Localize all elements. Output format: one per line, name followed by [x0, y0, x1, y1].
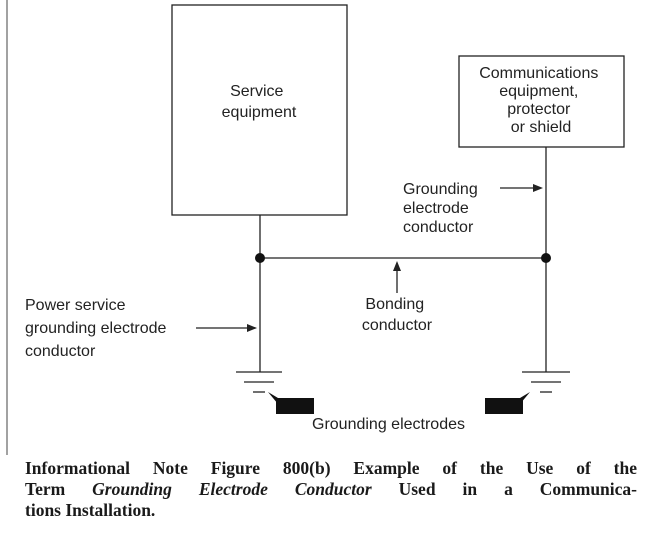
comm-grounding-arrow: [500, 184, 543, 192]
comm-grounding-label-1: Grounding: [403, 181, 478, 198]
caption-line-2-suffix: Used in a Communica-: [371, 479, 637, 499]
svg-text:Power service grounding el: Power service grounding electrode conduc…: [25, 297, 171, 360]
comm-grounding-label-2: electrode: [403, 200, 469, 217]
left-junction-dot: [255, 253, 265, 263]
grounding-diagram: Service equipment Communications equipme…: [6, 0, 625, 455]
bonding-arrow: [393, 261, 401, 293]
svg-text:Grounding electrode co: Grounding electrode conductor: [403, 181, 482, 236]
comm-equipment-label-4: or shield: [511, 119, 571, 136]
comm-grounding-label-3: conductor: [403, 219, 474, 236]
grounding-electrodes-label: Grounding electrodes: [312, 416, 465, 433]
caption-term: Grounding Electrode Conductor: [92, 479, 372, 499]
power-grounding-label-3: conductor: [25, 343, 96, 360]
right-grounding-electrode: [485, 398, 523, 414]
power-grounding-arrow: [196, 324, 257, 332]
communications-equipment-box: [458, 55, 625, 148]
caption-line-2-prefix: Term: [25, 479, 93, 499]
bonding-label-2: conductor: [362, 317, 433, 334]
service-equipment-label-2: equipment: [222, 104, 297, 121]
caption-line-3: tions Installation.: [25, 500, 156, 520]
right-electrode-pointer: [520, 392, 530, 404]
left-electrode-pointer: [268, 392, 278, 404]
comm-equipment-label-1: Communications: [479, 65, 598, 82]
svg-text:Bonding conductor: Bonding conductor: [362, 296, 433, 334]
left-grounding-electrode: [276, 398, 314, 414]
service-equipment-label-1: Service: [230, 83, 283, 100]
left-ground-symbol: [236, 371, 282, 393]
right-ground-symbol: [522, 371, 570, 393]
bonding-label-1: Bonding: [365, 296, 424, 313]
power-grounding-label-1: Power service: [25, 297, 126, 314]
caption-line-1: Informational Note Figure 800(b) Example…: [25, 458, 637, 478]
figure-caption: Informational Note Figure 800(b) Example…: [25, 458, 637, 521]
svg-text:Service equipment: Service equipment: [222, 83, 297, 121]
power-grounding-label-2: grounding electrode: [25, 320, 167, 337]
svg-text:Communications equipment,: Communications equipment, protector or s…: [479, 65, 603, 136]
right-junction-dot: [541, 253, 551, 263]
caption-line-2: Term Grounding Electrode Conductor Used …: [25, 479, 637, 500]
comm-equipment-label-2: equipment,: [499, 83, 578, 100]
comm-equipment-label-3: protector: [507, 101, 571, 118]
